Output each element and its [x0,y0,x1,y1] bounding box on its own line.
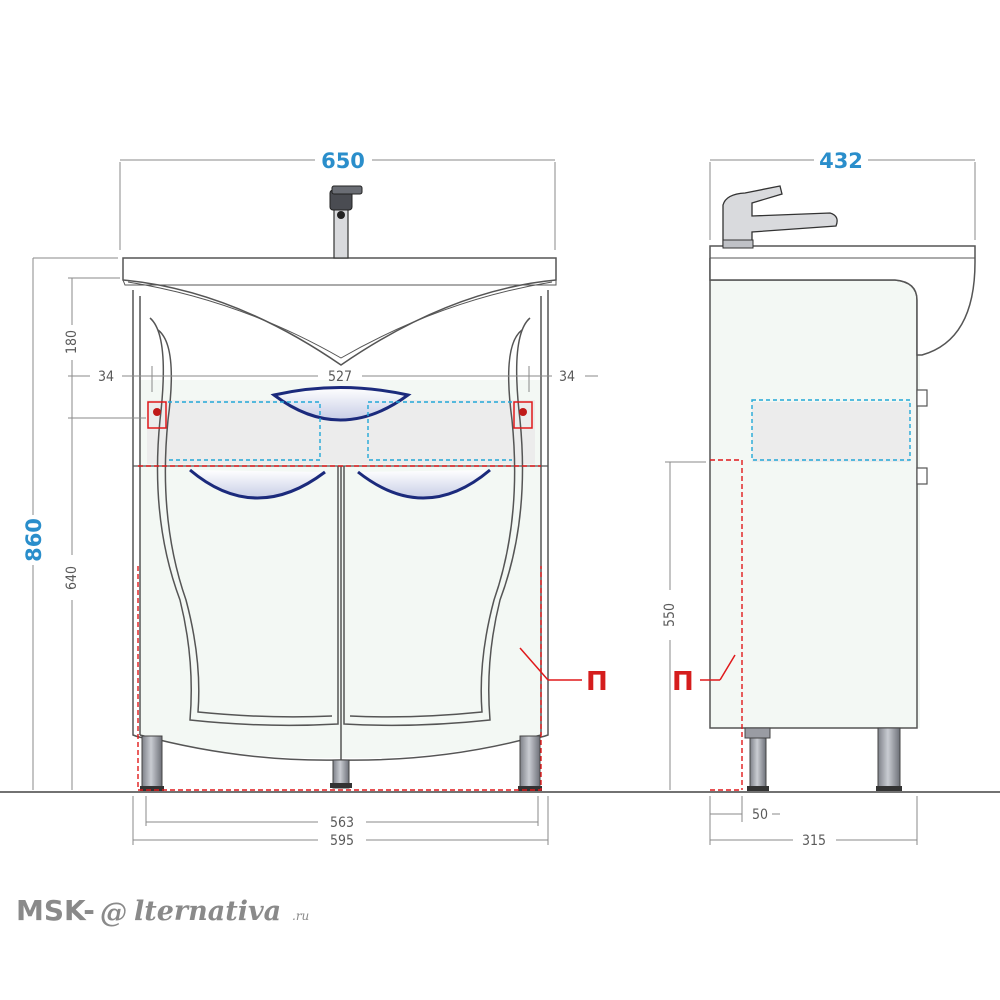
side-basin [709,245,976,356]
plinth-marker-front: П [586,667,608,697]
front-view [122,185,582,791]
dim-432: 432 [819,149,863,173]
dim-50: 50 [752,807,768,823]
dim-527: 527 [328,369,352,385]
side-plinth-outline [710,459,743,791]
leg-front-right [519,735,541,789]
dim-550: 550 [662,603,678,627]
watermark-ru: .ru [292,909,309,923]
door-handle-left [189,468,326,500]
dim-315: 315 [802,833,826,849]
leg-front-left [141,735,163,789]
leg-side-rear [877,727,901,789]
watermark-at: @ [100,898,127,929]
plinth-outline [137,566,542,791]
door-right-frame [343,317,531,727]
door-left-frame [149,317,339,727]
dim-180: 180 [64,330,80,354]
side-view [700,185,976,791]
sink-basin [122,257,557,366]
guide-right [367,401,512,461]
drawer-handle [270,386,412,422]
wall-mount-left [147,401,167,429]
wall-mount-right [513,401,533,429]
watermark-lternativa: lternativa [134,896,281,927]
faucet-side [722,185,838,249]
door-handle-right [357,468,491,500]
plinth-marker-side: П [672,667,694,697]
side-guide [751,399,911,461]
brand-watermark: MSK- @ lternativa .ru [16,894,309,929]
dim-34-right: 34 [559,369,575,385]
front-dimensions: 650 860 180 640 34 527 34 563 [22,149,608,849]
dim-860: 860 [22,518,46,562]
faucet-front [329,185,363,259]
dim-595: 595 [330,833,354,849]
dim-563: 563 [330,815,354,831]
leg-side-front [749,737,767,789]
dim-640: 640 [64,566,80,590]
side-dimensions: 432 550 50 315 П [662,149,976,849]
watermark-msk: MSK- [16,894,95,927]
dim-650: 650 [321,149,365,173]
dim-34-left: 34 [98,369,114,385]
